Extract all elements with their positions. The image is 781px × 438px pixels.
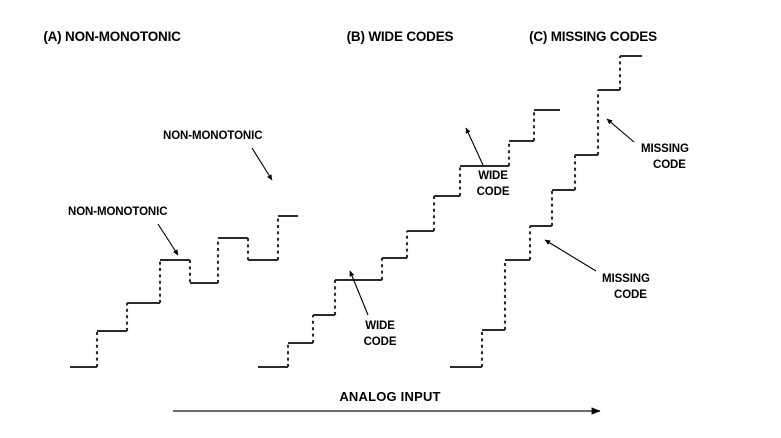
callout-wide-code-upper-line2: CODE xyxy=(477,186,510,198)
callout-leader-group xyxy=(157,118,635,316)
callout-wide-code-upper-line1: WIDE xyxy=(478,170,508,182)
callout-missing-code-upper-line2: CODE xyxy=(653,159,686,171)
leader-wide-code-upper xyxy=(465,127,484,166)
leader-non-monotonic-upper xyxy=(251,147,273,181)
panel-title-c: (C) MISSING CODES xyxy=(529,29,657,44)
staircase-panel-c xyxy=(450,54,642,369)
staircase-panel-a xyxy=(70,214,298,369)
panel-title-a: (A) NON-MONOTONIC xyxy=(43,29,181,44)
callout-missing-code-upper-line1: MISSING xyxy=(641,143,689,155)
staircase-panel-b xyxy=(258,108,560,369)
callout-missing-code-upper: MISSING CODE xyxy=(641,143,689,171)
callout-non-monotonic-lower: NON-MONOTONIC xyxy=(68,206,167,218)
callout-wide-code-lower-line1: WIDE xyxy=(365,320,395,332)
leader-non-monotonic-lower xyxy=(157,223,179,256)
leader-wide-code-lower xyxy=(349,270,369,316)
callout-wide-code-lower: WIDE CODE xyxy=(364,320,397,348)
leader-missing-code-upper xyxy=(606,118,635,143)
callout-non-monotonic-upper: NON-MONOTONIC xyxy=(163,130,262,142)
callout-missing-code-lower-line2: CODE xyxy=(614,289,647,301)
callout-wide-code-upper: WIDE CODE xyxy=(477,170,510,198)
panel-title-b: (B) WIDE CODES xyxy=(347,29,454,44)
leader-missing-code-lower xyxy=(544,239,597,272)
staircase-group xyxy=(70,54,642,369)
callout-missing-code-lower: MISSING CODE xyxy=(602,273,650,301)
callout-wide-code-lower-line2: CODE xyxy=(364,336,397,348)
axis-label-analog-input: ANALOG INPUT xyxy=(339,389,440,404)
callout-missing-code-lower-line1: MISSING xyxy=(602,273,650,285)
